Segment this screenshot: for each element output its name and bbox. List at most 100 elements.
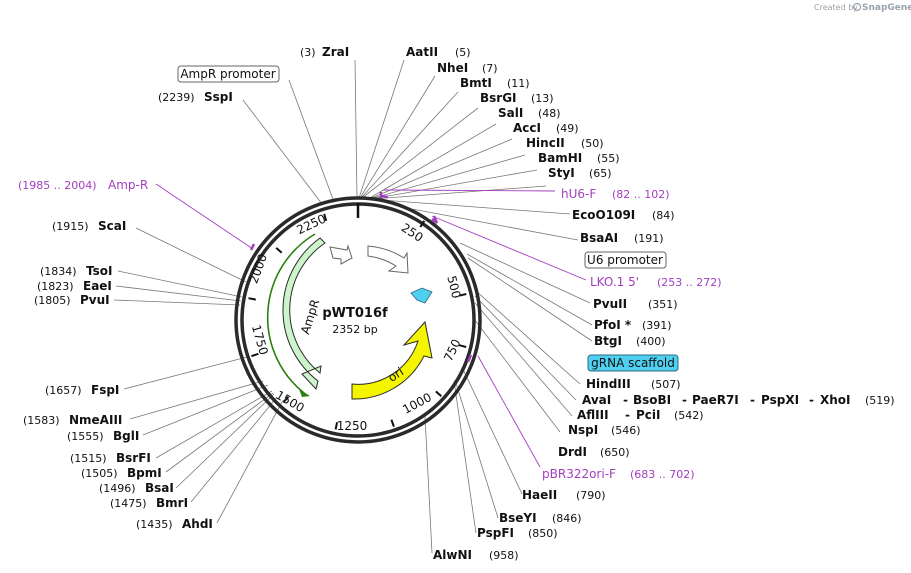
site-name: NmeAIII [69, 413, 122, 427]
site-name: PvuI [80, 293, 110, 307]
tick-label: 750 [441, 337, 463, 364]
site-haeii[interactable]: HaeII(790) [522, 488, 606, 502]
site-eaei[interactable]: (1823)EaeI [37, 279, 112, 293]
site-pos: (191) [634, 232, 664, 245]
site-tsoi[interactable]: (1834)TsoI [40, 264, 112, 278]
site-bpmi[interactable]: (1505)BpmI [81, 466, 162, 480]
site-hincii[interactable]: HincII (50) [526, 136, 604, 150]
site-alwni[interactable]: AlwNI (958) [433, 548, 519, 562]
ampr-feature-label: AmpR [298, 298, 322, 336]
site-nhei[interactable]: NheI(7) [437, 61, 498, 75]
site-pos: (1496) [99, 482, 136, 495]
site-group-afliii[interactable]: AflIII - PciI (542) [577, 408, 704, 422]
ampr-thin-arrowhead-icon [299, 389, 310, 397]
u6-promoter-arrow[interactable] [367, 245, 409, 274]
site-name: AflIII [577, 408, 609, 422]
site-bmri[interactable]: (1475)BmrI [110, 496, 188, 510]
ampr-feature-arrow[interactable] [282, 237, 326, 391]
primer-hu6f[interactable]: hU6-F (82 .. 102) [561, 187, 670, 201]
tick-label: 500 [444, 274, 463, 300]
site-btgi[interactable]: BtgI(400) [594, 334, 666, 348]
site-sspi[interactable]: (2239) SspI [158, 90, 233, 104]
primer-leaders [155, 183, 587, 468]
site-pos: (1657) [45, 384, 82, 397]
grna-scaffold-box[interactable]: gRNA scaffold [587, 354, 679, 372]
site-scai[interactable]: (1915)ScaI [52, 219, 126, 233]
site-name: HincII [526, 136, 565, 150]
site-name: PciI [636, 408, 661, 422]
primer-lko15[interactable]: LKO.1 5' (253 .. 272) [590, 275, 722, 289]
site-hindiii[interactable]: HindIII(507) [586, 377, 681, 391]
site-name: PspFI [477, 526, 514, 540]
site-nmeaiii[interactable]: (1583)NmeAIII [23, 413, 122, 427]
site-name: FspI [91, 383, 119, 397]
site-separator: - [750, 393, 755, 407]
snapgene-logo-icon [852, 2, 862, 12]
site-name: DrdI [558, 445, 587, 459]
ampr-promoter-arrow[interactable] [329, 244, 353, 265]
site-bsaai[interactable]: BsaAI (191) [580, 231, 664, 245]
site-zrai[interactable]: (3) ZraI [300, 45, 349, 59]
site-pvui[interactable]: (1805)PvuI [34, 293, 110, 307]
u6-promoter-box[interactable]: U6 promoter [584, 251, 667, 269]
site-pos: (958) [489, 549, 519, 562]
site-name: BsaAI [580, 231, 618, 245]
ampr-promoter-box-frame [177, 65, 280, 83]
site-sali[interactable]: SalI(48) [498, 106, 561, 120]
site-group-avai[interactable]: AvaI - BsoBI - PaeR7I - PspXI - XhoI (51… [582, 393, 895, 407]
site-pvuii[interactable]: PvuII(351) [593, 297, 678, 311]
site-pos: (650) [600, 446, 630, 459]
primer-name: hU6-F [561, 187, 596, 201]
site-ecoo109i[interactable]: EcoO109I(84) [572, 208, 675, 222]
site-pfoi[interactable]: PfoI *(391) [594, 318, 672, 332]
site-pos: (846) [552, 512, 582, 525]
site-name: SalI [498, 106, 523, 120]
site-bmti[interactable]: BmtI(11) [460, 76, 530, 90]
site-name: HaeII [522, 488, 557, 502]
tick-label: 1250 [337, 419, 368, 433]
site-pos: (507) [651, 378, 681, 391]
primer-pbr322ori-f[interactable]: pBR322ori-F (683 .. 702) [542, 467, 695, 481]
grna-scaffold-arrow[interactable] [410, 287, 433, 304]
site-aatii[interactable]: AatII(5) [406, 45, 471, 59]
site-ahdi[interactable]: (1435)AhdI [136, 517, 213, 531]
sites-right: AatII(5) NheI(7) BmtI(11) BsrGI(13) SalI… [406, 45, 681, 562]
site-bseyi[interactable]: BseYI(846) [499, 511, 582, 525]
site-name: AlwNI [433, 548, 472, 562]
site-acci[interactable]: AccI(49) [513, 121, 579, 135]
backbone-outer [234, 196, 482, 444]
site-name: BsoBI [633, 393, 671, 407]
site-bsrfi[interactable]: (1515)BsrFI [70, 451, 151, 465]
site-fspi[interactable]: (1657) FspI [45, 383, 119, 397]
primer-name: Amp-R [108, 178, 148, 192]
site-pos: (3) [300, 46, 316, 59]
grna-scaffold-box-frame [587, 354, 679, 372]
primer-amp-r[interactable]: (1985 .. 2004) Amp-R [18, 178, 148, 192]
site-pos: (50) [581, 137, 604, 150]
site-styi[interactable]: StyI(65) [548, 166, 612, 180]
u6-promoter-box-frame [584, 251, 667, 269]
ori-feature-arrow[interactable] [351, 320, 433, 400]
site-name: NheI [437, 61, 468, 75]
site-name: StyI [548, 166, 575, 180]
site-name: PaeR7I [692, 393, 739, 407]
site-name: PspXI [761, 393, 799, 407]
ampr-promoter-box[interactable]: AmpR promoter [177, 65, 280, 83]
site-bsrgi[interactable]: BsrGI(13) [480, 91, 554, 105]
site-drdi[interactable]: DrdI (650) [558, 445, 630, 459]
site-pspfi[interactable]: PspFI(850) [477, 526, 558, 540]
site-pos: (13) [531, 92, 554, 105]
snapgene-brand: SnapGene [862, 3, 911, 13]
site-pos: (1475) [110, 497, 147, 510]
site-pos: (55) [597, 152, 620, 165]
site-name: AccI [513, 121, 541, 135]
site-bgli[interactable]: (1555)BglI [67, 429, 139, 443]
site-pos: (400) [636, 335, 666, 348]
site-pos: (546) [611, 424, 641, 437]
site-nspi[interactable]: NspI(546) [568, 423, 641, 437]
site-pos: (1823) [37, 280, 74, 293]
site-bsai[interactable]: (1496)BsaI [99, 481, 174, 495]
tick-label: 2000 [246, 252, 270, 285]
site-bamhi[interactable]: BamHI(55) [538, 151, 620, 165]
